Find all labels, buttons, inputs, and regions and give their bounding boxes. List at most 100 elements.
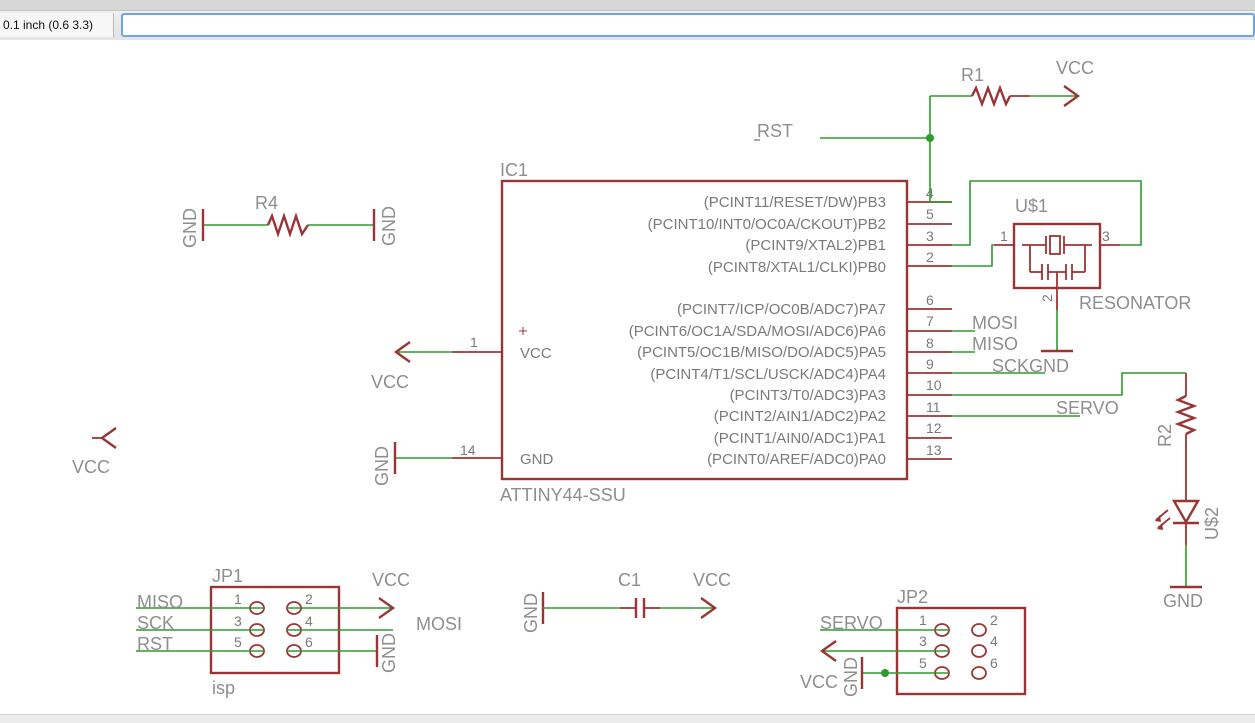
r2-led-branch[interactable]: R2 U$2 GND [1155, 373, 1222, 611]
ic1-pin-number: 8 [926, 335, 934, 351]
ic1-pin-number: 10 [926, 377, 942, 393]
resistor-zigzag [266, 212, 309, 238]
sckgnd-net-label: SCKGND [992, 356, 1069, 376]
ic1-pin-name: (PCINT2/AIN1/ADC2)PA2 [714, 408, 886, 425]
schematic-canvas[interactable]: IC1 ATTINY44-SSU VCC GND 1 14 [0, 40, 1255, 714]
u2-name: U$2 [1202, 507, 1222, 540]
vcc-label: VCC [1056, 58, 1094, 78]
jp1-pin-number: 1 [234, 591, 242, 607]
jp2-header[interactable]: JP2 1 2 3 4 5 6 SERVO VCC GND [800, 587, 1027, 697]
junction-dot [926, 134, 934, 142]
jp2-pins: 1 2 3 4 5 6 [919, 612, 998, 680]
ic1-pin-number: 7 [926, 313, 934, 329]
vcc-label: VCC [800, 672, 838, 692]
jp2-pin-number: 4 [990, 633, 998, 649]
jp1-pin-number: 2 [305, 591, 313, 607]
gnd-label: GND [180, 208, 200, 248]
jp1-miso-label: MISO [137, 592, 183, 612]
ic1-body [500, 179, 909, 481]
command-line-input[interactable] [121, 13, 1255, 37]
ic1-pin-name: (PCINT5/OC1B/MISO/DO/ADC5)PA5 [637, 344, 886, 361]
resistor-zigzag [1174, 394, 1198, 436]
ic1-pin-name: (PCINT9/XTAL2)PB1 [745, 237, 886, 254]
ic1-pin-name: (PCINT10/INT0/OC0A/CKOUT)PB2 [648, 216, 886, 233]
ic1-pin-number: 2 [926, 249, 934, 265]
jp2-pin-number: 6 [990, 655, 998, 671]
jp1-sck-label: SCK [137, 613, 174, 633]
vcc-label: VCC [372, 570, 410, 590]
jp1-mosi-label: MOSI [416, 614, 462, 634]
u1-value: RESONATOR [1079, 293, 1191, 313]
right-net-labels: MOSI MISO SCKGND SERVO [952, 313, 1186, 418]
u1-pin-2: 2 [1039, 294, 1055, 302]
jp1-isp-header[interactable]: JP1 isp 1 2 3 4 5 6 MISO SCK RST MOSI VC… [136, 566, 462, 698]
vcc-label: VCC [371, 372, 409, 392]
vcc-arrow [393, 341, 411, 363]
c1-name: C1 [618, 570, 641, 590]
u1-pin-3: 3 [1102, 228, 1110, 244]
jp1-pin-number: 6 [305, 634, 313, 650]
ic1-gnd-pin-label: GND [520, 451, 554, 468]
ic1-symbol[interactable]: IC1 ATTINY44-SSU VCC GND 1 14 [452, 160, 952, 505]
mosi-net-label: MOSI [972, 313, 1018, 333]
ic1-pin-name: (PCINT1/AIN0/ADC1)PA1 [714, 430, 886, 447]
gnd-label: GND [1163, 591, 1203, 611]
ic1-pin-number: 11 [926, 399, 941, 415]
jp1-pins: 1 2 3 4 5 6 [234, 591, 313, 658]
jp2-pin-number: 3 [919, 633, 927, 649]
ic1-pin-name: (PCINT8/XTAL1/CLKI)PB0 [708, 259, 886, 276]
ic1-pin-name: (PCINT0/AREF/ADC0)PA0 [707, 451, 886, 468]
resistor-zigzag [970, 84, 1012, 108]
ic1-right-pins [907, 201, 952, 460]
ic1-pin-name: (PCINT4/T1/SCL/USCK/ADC4)PA4 [650, 366, 886, 383]
ic1-pin-name: (PCINT3/T0/ADC3)PA3 [730, 387, 886, 404]
rst-net-label: RST [757, 121, 793, 141]
gnd-label: GND [372, 446, 392, 486]
vcc-arrow [1063, 85, 1081, 107]
ic1-pin-names: (PCINT11/RESET/DW)PB3 (PCINT10/INT0/OC0A… [629, 194, 886, 468]
jp2-pin-number: 1 [919, 612, 927, 628]
jp1-pin-number: 5 [234, 634, 242, 650]
vcc-arrow [819, 640, 837, 662]
r1-name: R1 [961, 65, 984, 85]
r4-resistor[interactable]: R4 GND GND [180, 193, 399, 248]
jp2-servo-label: SERVO [820, 613, 883, 633]
jp2-pin-number: 5 [919, 655, 927, 671]
r2-name: R2 [1155, 424, 1175, 447]
ic1-name: IC1 [500, 160, 528, 180]
ic1-pin-name: (PCINT6/OC1A/SDA/MOSI/ADC6)PA6 [629, 323, 886, 340]
gnd-label: GND [841, 657, 861, 697]
resonator-wires [952, 180, 1142, 353]
gnd-label: GND [521, 593, 541, 633]
vcc-label: VCC [72, 457, 110, 477]
ic1-vcc-supply[interactable]: VCC [371, 341, 452, 392]
gnd-label: GND [379, 206, 399, 246]
ic1-pin-numbers: 4 5 3 2 6 7 8 9 10 11 12 13 [926, 185, 942, 458]
ic1-pin-name: (PCINT7/ICP/OC0B/ADC7)PA7 [677, 301, 886, 318]
resonator-u1[interactable]: U$1 1 3 2 RESONATOR [994, 196, 1191, 313]
jp1-pin-number: 3 [234, 613, 242, 629]
gnd-label: GND [379, 633, 399, 673]
led-triangle [1171, 499, 1201, 525]
jp1-value: isp [212, 678, 235, 698]
ic1-gnd-supply[interactable]: GND [372, 442, 452, 486]
ic1-vcc-pin-label: VCC [520, 345, 552, 362]
ic1-pin-number: 3 [926, 228, 934, 244]
vcc-symbol[interactable]: VCC [72, 427, 117, 477]
servo-net-label: SERVO [1056, 398, 1119, 418]
ic1-pin-14-number: 14 [460, 442, 476, 458]
reset-circuit[interactable]: RST R1 VCC [754, 58, 1094, 203]
vcc-arrow [99, 427, 117, 449]
toolbar-top-strip [0, 0, 1255, 11]
vcc-arrow [700, 597, 718, 619]
command-toolbar: 0.1 inch (0.6 3.3) [0, 0, 1255, 40]
ic1-pin-number: 5 [926, 206, 934, 222]
vcc-label: VCC [693, 570, 731, 590]
ic1-pin-number: 6 [926, 292, 934, 308]
vcc-arrow [378, 597, 396, 619]
jp1-name: JP1 [212, 566, 243, 586]
junction-dot [881, 669, 889, 677]
c1-capacitor[interactable]: C1 GND VCC [521, 570, 731, 633]
u1-pin-1: 1 [1000, 228, 1008, 244]
jp2-name: JP2 [897, 587, 928, 607]
